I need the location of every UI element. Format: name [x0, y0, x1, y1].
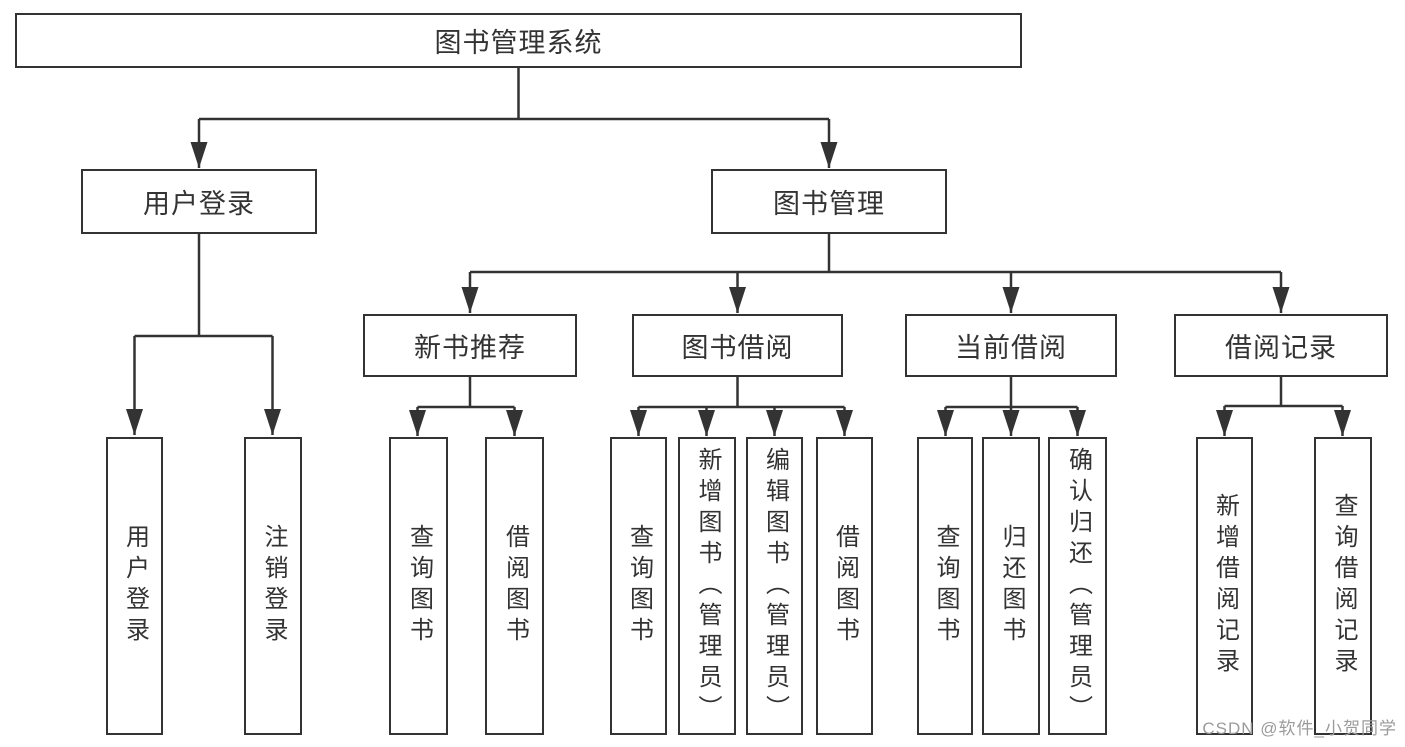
node-label: 用户登录	[121, 524, 149, 648]
node-label: 图书管理	[773, 189, 885, 219]
node-label: 查询图书	[932, 524, 959, 648]
node-root-system: 图书管理系统	[15, 13, 1022, 68]
leaf-borrow-books: 借阅图书	[485, 437, 544, 735]
leaf-logout: 注销登录	[244, 437, 302, 735]
edge-root-to-level2	[190, 68, 838, 168]
leaf-query-books: 查询图书	[610, 437, 667, 735]
leaf-confirm-return-admin: 确认归还（管理员）	[1048, 437, 1107, 735]
node-label: 确认归还（管理员）	[1064, 446, 1092, 726]
leaf-query-books: 查询图书	[917, 437, 973, 735]
edge-borrow-records-to-leaves	[1216, 377, 1351, 436]
node-label: 归还图书	[998, 524, 1025, 648]
node-label: 借阅图书	[831, 524, 859, 648]
node-label: 编辑图书（管理员）	[761, 446, 789, 726]
node-current-borrowing: 当前借阅	[905, 314, 1117, 377]
leaf-return-books: 归还图书	[982, 437, 1040, 735]
node-label: 图书管理系统	[434, 28, 603, 58]
leaf-add-borrow-record: 新增借阅记录	[1196, 437, 1253, 735]
edge-book-mgmt-to-level3	[461, 234, 1290, 313]
node-label: 新书推荐	[414, 333, 526, 363]
node-book-borrowing: 图书借阅	[632, 314, 843, 377]
leaf-user-login: 用户登录	[106, 437, 163, 735]
edge-book-borrow-to-leaves	[630, 377, 853, 436]
node-label: 注销登录	[260, 524, 287, 648]
leaf-query-borrow-record: 查询借阅记录	[1314, 437, 1372, 735]
node-label: 新增借阅记录	[1211, 493, 1239, 679]
node-label: 当前借阅	[955, 333, 1067, 363]
node-label: 新增图书（管理员）	[694, 446, 721, 726]
edge-current-borrow-to-leaves	[937, 377, 1086, 436]
node-label: 查询图书	[405, 524, 433, 648]
node-label: 借阅记录	[1225, 333, 1337, 363]
leaf-edit-books-admin: 编辑图书（管理员）	[746, 437, 803, 735]
leaf-add-books-admin: 新增图书（管理员）	[678, 437, 736, 735]
node-label: 借阅图书	[501, 524, 529, 648]
node-user-login: 用户登录	[81, 169, 317, 234]
node-label: 用户登录	[143, 189, 255, 219]
leaf-query-books: 查询图书	[389, 437, 448, 735]
leaf-borrow-books: 借阅图书	[816, 437, 873, 735]
node-label: 查询借阅记录	[1330, 493, 1357, 679]
node-book-management: 图书管理	[711, 169, 947, 234]
edge-user-login-to-leaves	[126, 234, 281, 435]
csdn-watermark: CSDN @软件_小贺同学	[1202, 719, 1397, 738]
node-borrowing-records: 借阅记录	[1174, 314, 1388, 377]
node-label: 查询图书	[625, 524, 653, 648]
node-new-book-recommend: 新书推荐	[363, 314, 577, 377]
edge-new-books-to-leaves	[409, 377, 523, 436]
node-label: 图书借阅	[681, 333, 794, 363]
